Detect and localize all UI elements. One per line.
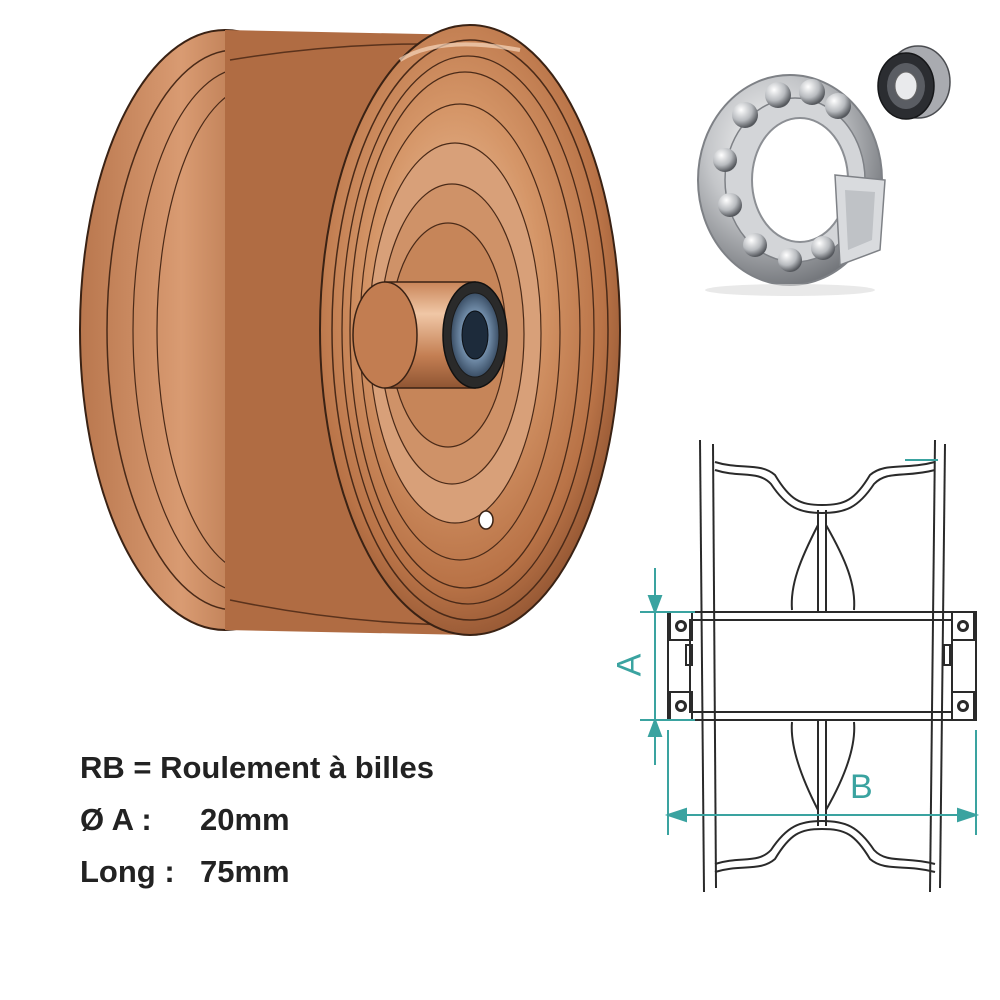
bearing-balls [713,79,851,272]
spec-diameter-value: 20mm [200,802,290,837]
wheel-front-flange [319,24,621,636]
wheel-hub [352,281,508,389]
dimension-b-label: B [850,768,873,806]
dimension-lines [640,459,980,835]
spec-length-value: 75mm [200,854,290,889]
spec-length-key: Long : [80,854,175,889]
dimension-a-label: A [610,653,649,677]
spec-diameter-key: Ø A : [80,802,152,837]
spec-rb-line: RB = Roulement à billes [80,750,435,785]
